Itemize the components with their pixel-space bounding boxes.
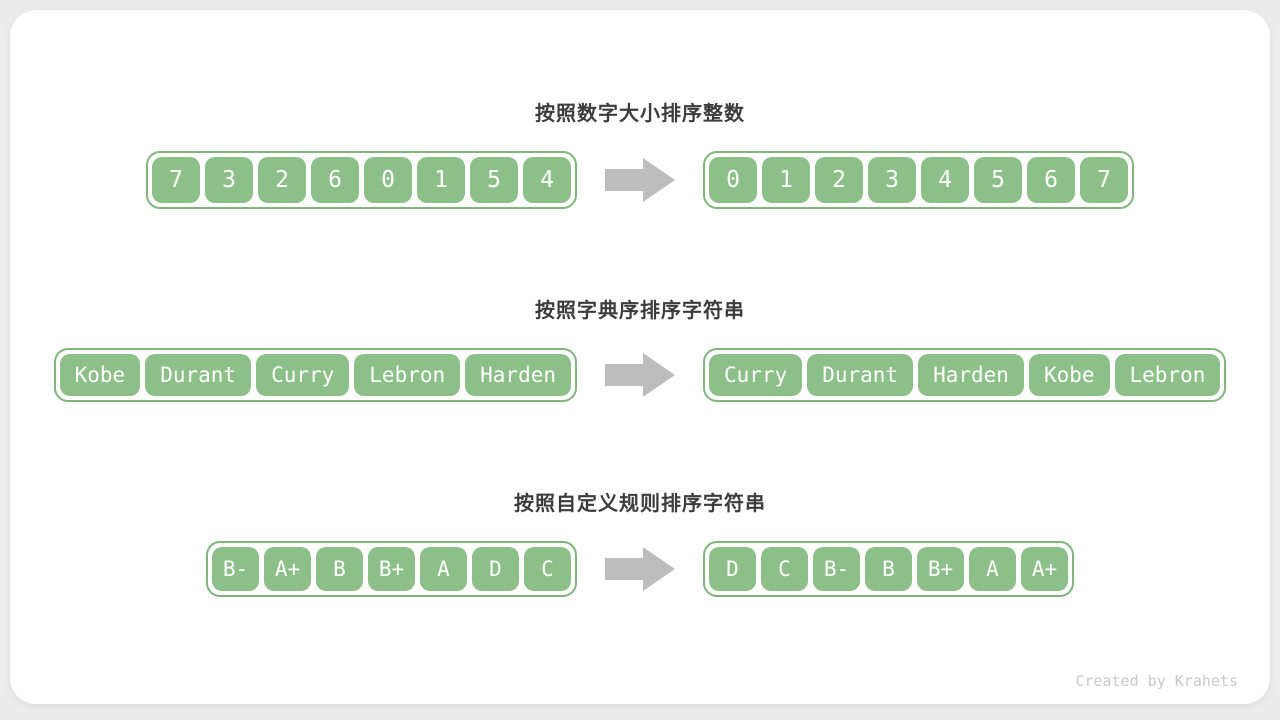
array-cell: 3 [205, 157, 253, 203]
array-cell: Kobe [1028, 354, 1110, 396]
array-cell: D [709, 547, 756, 591]
array-cell: 5 [470, 157, 518, 203]
array-cell: D [472, 547, 519, 591]
array-cell: 7 [1080, 157, 1128, 203]
array-cell: B+ [368, 547, 415, 591]
array-cell: Kobe [59, 354, 141, 396]
array-cell: Lebron [354, 354, 461, 396]
array-cell: 5 [974, 157, 1022, 203]
array-cell: Curry [256, 354, 350, 396]
array-cell: A [969, 547, 1016, 591]
array-cell: B [316, 547, 363, 591]
array-cell: 7 [152, 157, 200, 203]
array-cell: 4 [921, 157, 969, 203]
array-cell: A [420, 547, 467, 591]
array-cell: Harden [918, 354, 1024, 396]
array-cell: 4 [523, 157, 571, 203]
array-cell: Curry [709, 354, 803, 396]
array-cell: C [524, 547, 571, 591]
section-title: 按照数字大小排序整数 [535, 103, 745, 125]
array-cell: A+ [264, 547, 311, 591]
array-cell: B [865, 547, 912, 591]
array-cell: 0 [709, 157, 757, 203]
array-cell: Durant [807, 354, 914, 396]
array-cell: B- [212, 547, 259, 591]
array-cell: 2 [815, 157, 863, 203]
array-cell: 2 [258, 157, 306, 203]
array-cell: C [761, 547, 808, 591]
right-arrow-icon [605, 353, 675, 397]
array-cell: 1 [762, 157, 810, 203]
array-cell: 6 [311, 157, 359, 203]
section-title: 按照自定义规则排序字符串 [514, 493, 766, 515]
right-arrow-icon [605, 158, 675, 202]
array-cell: 1 [417, 157, 465, 203]
array-cell: B+ [917, 547, 964, 591]
array-cell: A+ [1021, 547, 1068, 591]
array-cell: Harden [465, 354, 571, 396]
array-cell: 3 [868, 157, 916, 203]
array-cell: 0 [364, 157, 412, 203]
array-cell: B- [813, 547, 860, 591]
array-cell: 6 [1027, 157, 1075, 203]
footer-credit: Created by Krahets [1075, 672, 1238, 690]
right-arrow-icon [605, 547, 675, 591]
section-title: 按照字典序排序字符串 [535, 300, 745, 322]
array-cell: Durant [145, 354, 252, 396]
array-cell: Lebron [1114, 354, 1221, 396]
